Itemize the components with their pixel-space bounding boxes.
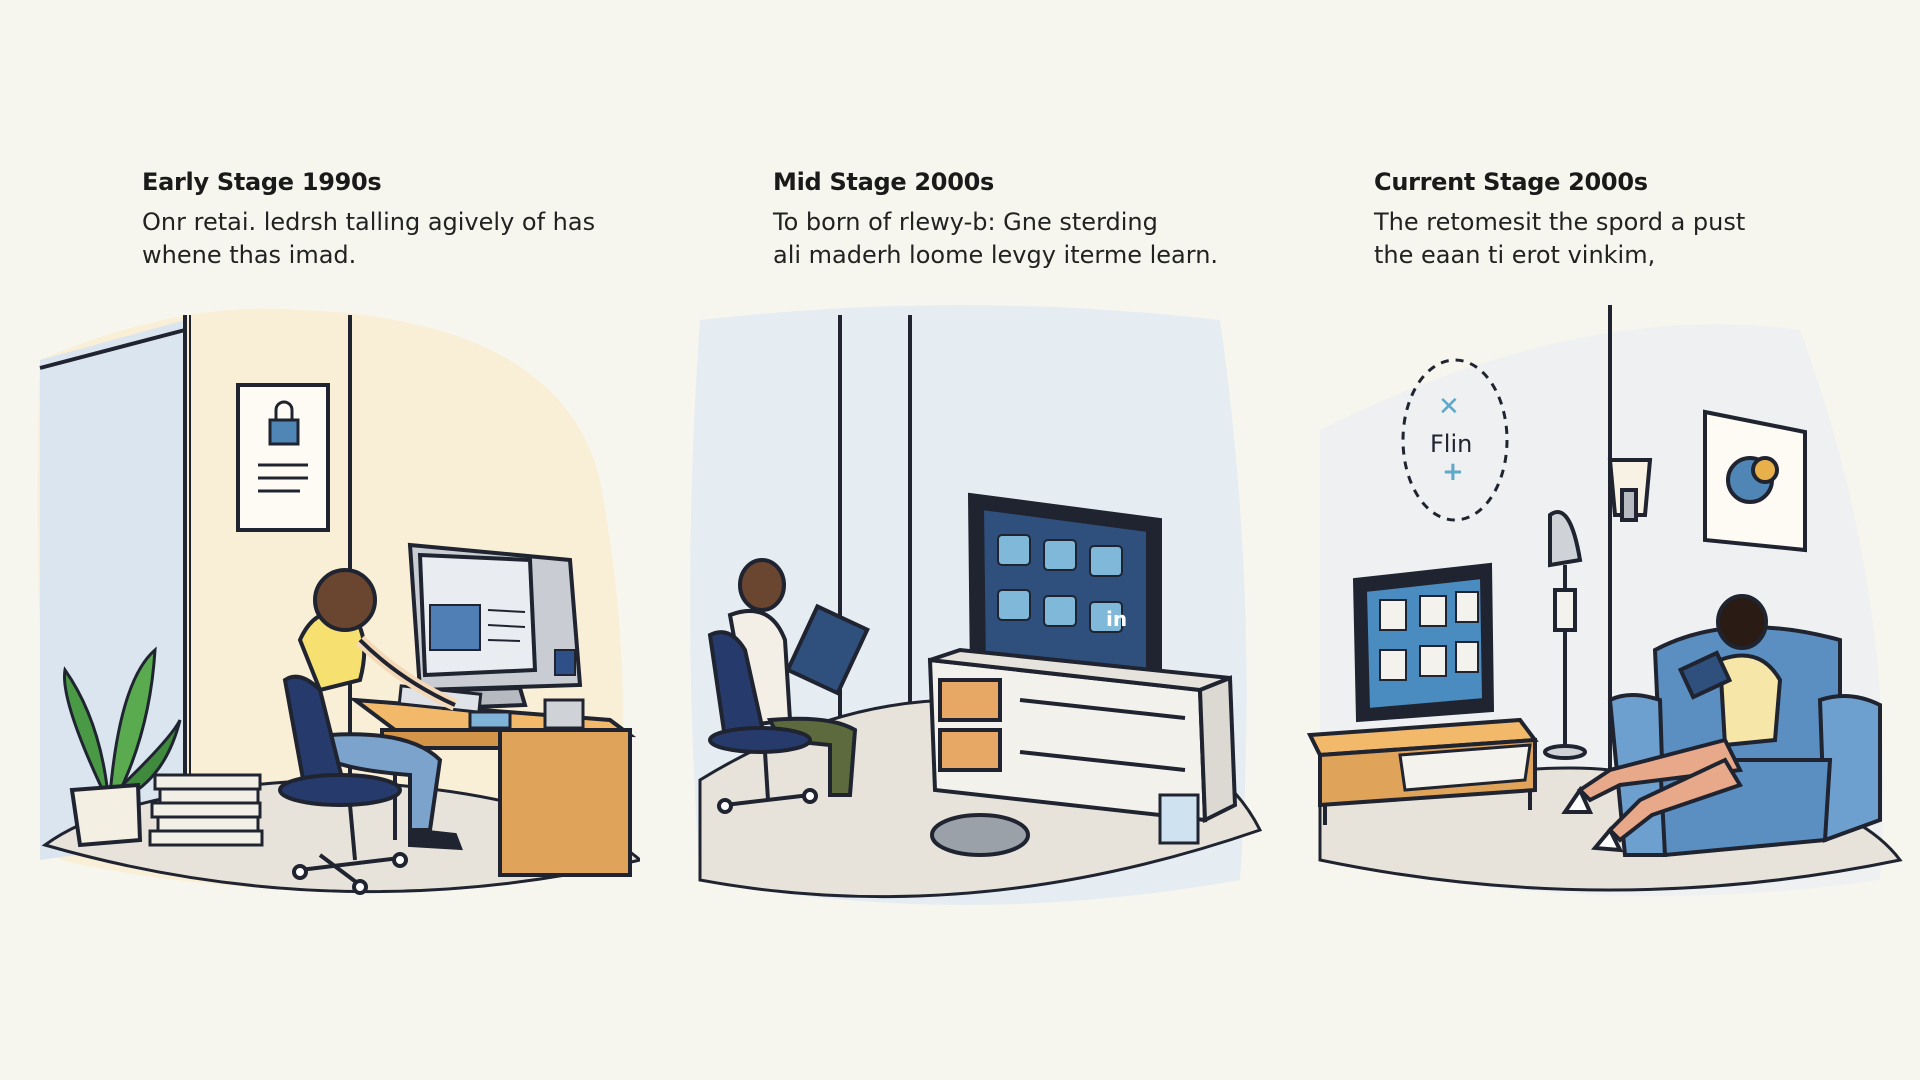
stage-description-line: To born of rlewy-b: Gne sterding [773,208,1158,236]
stage-text-current: Current Stage 2000s The retomesit the sp… [1374,168,1894,272]
panel-early-stage: Early Stage 1990s Onr retai. ledrsh tall… [0,0,640,1080]
stage-description-line: the eaan ti erot vinkim, [1374,241,1656,269]
svg-text:✕: ✕ [1438,392,1460,422]
svg-text:in: in [1106,607,1127,631]
office-chair [278,674,408,895]
stage-description-line: The retomesit the spord a pust [1374,208,1746,236]
smart-display-device [1158,793,1200,845]
stage-title: Early Stage 1990s [142,168,382,196]
svg-text:+: + [1442,457,1464,487]
window [39,315,352,840]
stage-text-mid: Mid Stage 2000s To born of rlewy-b: Gne … [773,168,1293,272]
stage-description-line: Onr retai. ledrsh talling agively of has [142,208,596,236]
floor-lamp [1543,510,1587,760]
tv-cabinet [1306,717,1539,825]
panel-mid-stage: in [640,0,1280,1080]
robot-vacuum [930,813,1030,857]
phone-device [468,710,512,730]
stage-title: Mid Stage 2000s [773,168,994,196]
scene-mid-stage-illustration: in [690,305,1263,905]
scene-current-stage-illustration: ✕ Flin + [1306,305,1903,896]
crt-monitor [407,542,583,711]
pen-cup [543,698,585,730]
floating-app-bubble: ✕ Flin + [1401,358,1509,522]
scene-early-stage-illustration [37,308,640,895]
book-stack [148,773,264,847]
stage-text-early: Early Stage 1990s Onr retai. ledrsh tall… [142,168,662,272]
bubble-label: Flin [1430,430,1472,458]
panel-current-stage: ✕ Flin + [1280,0,1920,1080]
wall-picture [1703,409,1807,553]
wall-lamp [1607,458,1653,522]
person-on-sofa [1561,594,1783,853]
stage-title: Current Stage 2000s [1374,168,1648,196]
smart-tv [1352,562,1495,723]
stage-description-line: whene thas imad. [142,241,357,269]
plant [63,646,182,848]
office-chair [707,630,818,814]
tv-stand [927,647,1238,824]
person-at-computer [297,568,463,851]
stage-description-line: ali maderh loome levgy iterme learn. [773,241,1219,269]
lock-poster [236,383,330,532]
